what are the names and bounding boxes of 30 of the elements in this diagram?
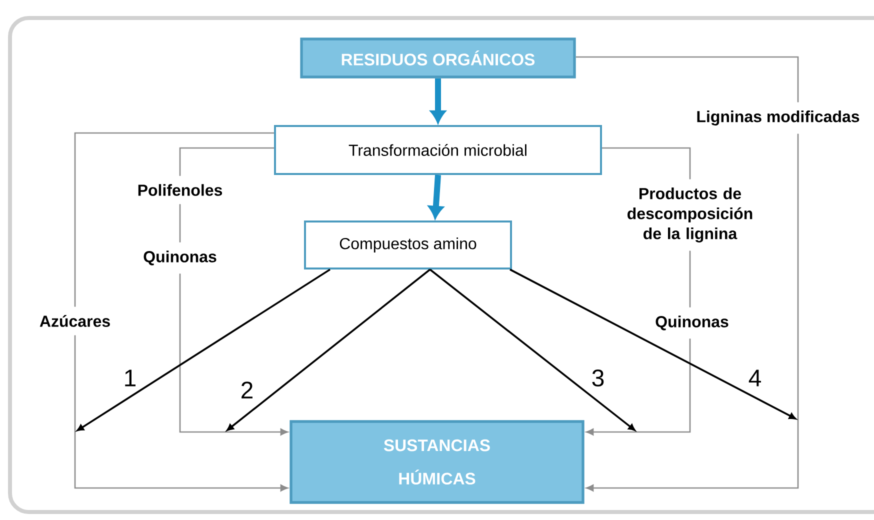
line-label: Quinonas	[656, 316, 728, 330]
connector-line	[576, 56, 799, 102]
arrow	[586, 134, 799, 492]
line-label: Ligninas modificadas	[697, 110, 860, 126]
title-box: RESIDUOS ORGÁNICOS	[300, 38, 576, 78]
line-label: Polifenoles	[138, 184, 222, 196]
arrow	[428, 174, 444, 218]
process-box: Transformación microbial	[274, 125, 602, 175]
arrow-number: 1	[122, 368, 138, 388]
arrow	[429, 268, 636, 431]
arrow	[226, 268, 431, 431]
arrow-number: 3	[590, 368, 606, 388]
arrow-number: 4	[747, 368, 763, 388]
arrow	[76, 268, 330, 432]
process-box: Compuestos amino	[304, 220, 512, 270]
arrow	[179, 274, 288, 436]
arrow-number: 2	[239, 380, 256, 400]
connector-line	[74, 132, 274, 307]
line-label: Azúcares	[40, 315, 110, 327]
arrow	[74, 335, 288, 492]
line-label: Quinonas	[144, 250, 216, 266]
connector-line	[179, 204, 181, 242]
line-label: Productos de descomposición de la lignina	[628, 188, 752, 242]
connector-line	[602, 147, 691, 180]
title-box: SUSTANCIAS HÚMICAS	[290, 420, 584, 504]
connector-line	[179, 147, 274, 176]
arrow	[430, 78, 446, 123]
connector-line	[689, 250, 691, 308]
arrow	[510, 268, 796, 420]
arrow	[586, 338, 691, 436]
